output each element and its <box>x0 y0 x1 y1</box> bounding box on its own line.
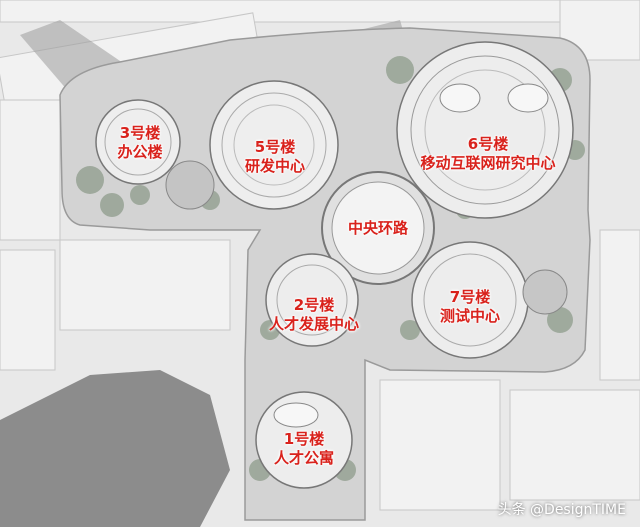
building-5-footprint <box>209 80 339 210</box>
building-7-footprint <box>411 241 568 359</box>
building-1-footprint <box>255 391 353 489</box>
building-6-label: 6号楼 移动互联网研究中心 <box>420 135 555 173</box>
watermark: 头条 @DesignTIME <box>497 502 626 518</box>
building-7-number: 7号楼 <box>449 288 491 306</box>
ring-road-name: 中央环路 <box>347 219 409 237</box>
building-3-number: 3号楼 <box>119 124 161 142</box>
building-3-function: 办公楼 <box>117 143 163 161</box>
central-ring-road <box>321 171 435 285</box>
building-6-function: 移动互联网研究中心 <box>420 154 556 172</box>
building-2-footprint <box>265 253 359 347</box>
building-2-number: 2号楼 <box>293 296 335 314</box>
ring-road-label: 中央环路 <box>348 219 408 238</box>
building-6-footprint <box>396 41 574 219</box>
building-2-function: 人才发展中心 <box>268 315 360 333</box>
building-2-label: 2号楼 人才发展中心 <box>269 296 359 334</box>
park-area <box>0 370 230 527</box>
building-7-function: 测试中心 <box>439 307 501 325</box>
building-5-number: 5号楼 <box>254 138 296 156</box>
building-1-label: 1号楼 人才公寓 <box>274 430 334 468</box>
building-1-number: 1号楼 <box>283 430 325 448</box>
building-5-function: 研发中心 <box>244 157 306 175</box>
building-3-label: 3号楼 办公楼 <box>117 124 162 162</box>
building-3-footprint <box>95 99 215 210</box>
building-1-function: 人才公寓 <box>273 449 335 467</box>
building-5-label: 5号楼 研发中心 <box>245 138 305 176</box>
building-7-label: 7号楼 测试中心 <box>440 288 500 326</box>
building-6-number: 6号楼 <box>467 135 509 153</box>
